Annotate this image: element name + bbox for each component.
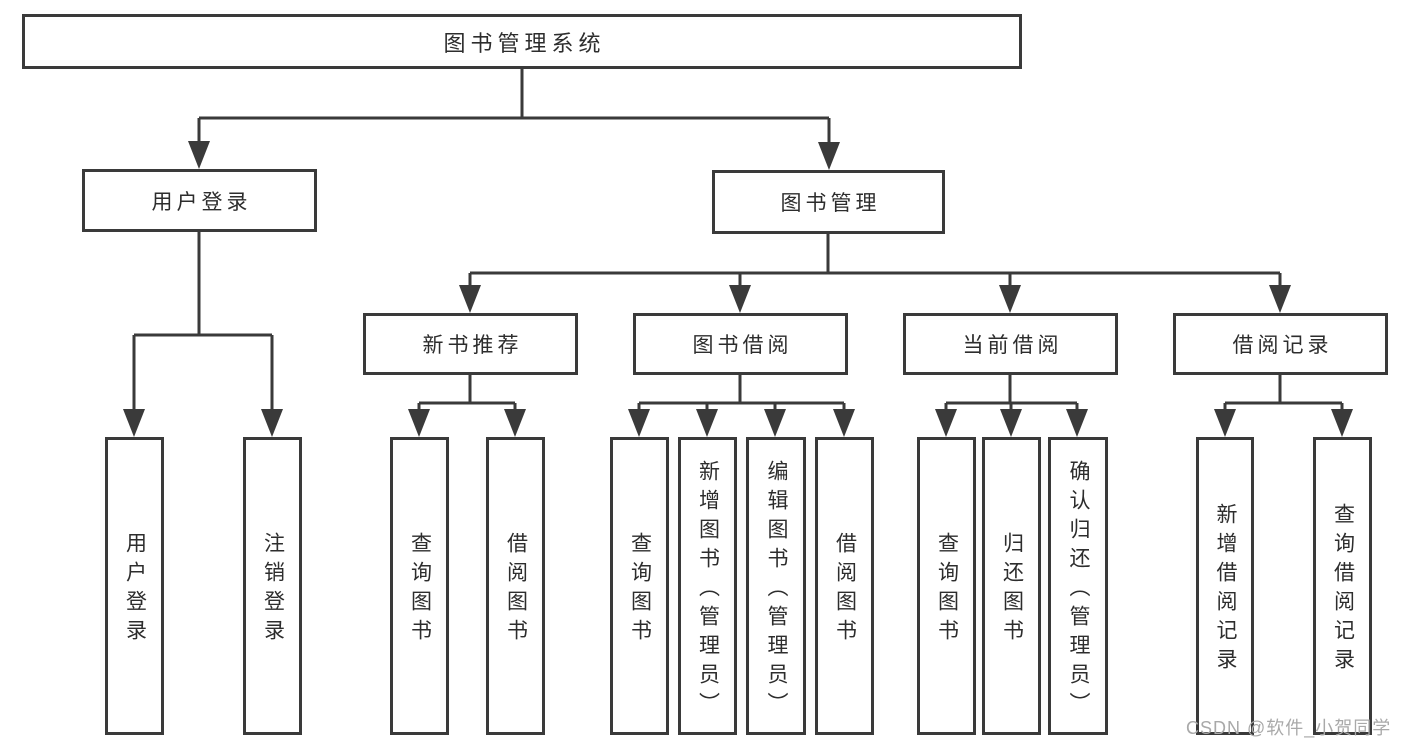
connector-borrow-records-children: [1223, 375, 1344, 425]
leaf-add-book-admin: 新增图书（管理员）: [678, 437, 737, 735]
leaf-user-login: 用户登录: [105, 437, 164, 735]
arrowhead: [696, 409, 718, 437]
node-new-book-recommend: 新书推荐: [363, 313, 578, 375]
leaf-borrow-books-recommend: 借阅图书: [486, 437, 545, 735]
arrowhead: [818, 142, 840, 170]
leaf-edit-book-admin: 编辑图书（管理员）: [746, 437, 806, 735]
arrowhead: [1269, 285, 1291, 313]
leaf-query-borrow-record: 查询借阅记录: [1313, 437, 1372, 735]
arrowhead: [188, 141, 210, 169]
connector-user-login-children: [132, 231, 274, 425]
arrowhead: [999, 285, 1021, 313]
leaf-query-books-recommend: 查询图书: [390, 437, 449, 735]
arrowhead: [504, 409, 526, 437]
arrowhead: [1331, 409, 1353, 437]
arrowhead: [408, 409, 430, 437]
connector-root-to-level2: [197, 69, 831, 163]
leaf-query-books-borrow: 查询图书: [610, 437, 669, 735]
arrowhead: [1066, 409, 1088, 437]
arrowhead: [1214, 409, 1236, 437]
node-root-system: 图书管理系统: [22, 14, 1022, 69]
node-borrow-records: 借阅记录: [1173, 313, 1388, 375]
arrowhead: [833, 409, 855, 437]
leaf-add-borrow-record: 新增借阅记录: [1196, 437, 1254, 735]
leaf-return-book: 归还图书: [982, 437, 1041, 735]
node-current-borrow: 当前借阅: [903, 313, 1118, 375]
leaf-confirm-return-admin: 确认归还（管理员）: [1048, 437, 1108, 735]
arrowhead: [628, 409, 650, 437]
arrowhead: [123, 409, 145, 437]
node-book-borrow: 图书借阅: [633, 313, 848, 375]
arrowhead: [729, 285, 751, 313]
connector-new-book-children: [417, 375, 517, 425]
leaf-borrow-books: 借阅图书: [815, 437, 874, 735]
csdn-watermark: CSDN @软件_小贺同学: [1186, 718, 1392, 738]
arrowhead: [459, 285, 481, 313]
leaf-query-books-current: 查询图书: [917, 437, 976, 735]
arrowhead: [935, 409, 957, 437]
connector-book-management-children: [468, 234, 1282, 302]
arrowhead: [764, 409, 786, 437]
node-user-login: 用户登录: [82, 169, 317, 232]
node-book-management: 图书管理: [712, 170, 945, 234]
leaf-logout: 注销登录: [243, 437, 302, 735]
arrowhead: [1000, 409, 1022, 437]
connector-book-borrow-children: [637, 375, 846, 425]
arrowhead: [261, 409, 283, 437]
